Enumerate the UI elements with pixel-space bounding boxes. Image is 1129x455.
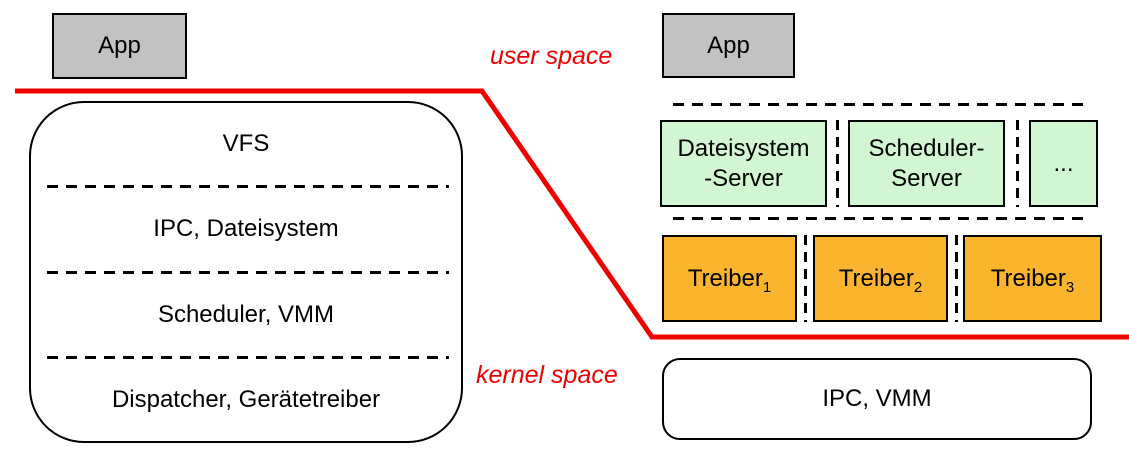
- dashed-divider: [673, 217, 1087, 220]
- dashed-divider-vertical: [804, 235, 807, 322]
- dashed-divider: [47, 355, 449, 359]
- monolith-layer-ipc-dateisystem: IPC, Dateisystem: [153, 215, 339, 243]
- server-box-ellipsis: ...: [1029, 120, 1098, 207]
- server-label-line2: Server: [891, 164, 962, 192]
- driver-label: Treiber2: [838, 264, 923, 296]
- driver-label: Treiber3: [990, 264, 1075, 296]
- driver-box-3: Treiber3: [963, 235, 1102, 322]
- kernel-space-label: kernel space: [476, 361, 618, 389]
- microkernel-kernel-label: IPC, VMM: [822, 385, 932, 412]
- dashed-divider-vertical: [955, 235, 958, 322]
- server-label-line1: ...: [1053, 149, 1074, 177]
- server-box-scheduler: Scheduler- Server: [848, 120, 1005, 207]
- monolith-kernel-box: VFS IPC, Dateisystem Scheduler, VMM Disp…: [29, 101, 463, 443]
- microkernel-app-label: App: [707, 31, 750, 59]
- monolith-app-box: App: [52, 13, 187, 79]
- user-space-label: user space: [490, 42, 613, 70]
- server-box-dateisystem: Dateisystem -Server: [660, 120, 827, 207]
- dashed-divider-vertical: [1016, 120, 1019, 207]
- monolith-app-label: App: [98, 32, 141, 59]
- monolith-layer-scheduler-vmm: Scheduler, VMM: [157, 300, 335, 328]
- monolith-layer-vfs: VFS: [222, 130, 270, 158]
- server-label-line1: Scheduler-: [868, 134, 985, 162]
- server-label-line2: -Server: [704, 164, 783, 192]
- dashed-divider-vertical: [836, 120, 839, 207]
- microkernel-kernel-box: IPC, VMM: [662, 358, 1092, 440]
- monolith-layer-dispatcher-geraetetreiber: Dispatcher, Gerätetreiber: [111, 385, 381, 413]
- server-label-line1: Dateisystem: [677, 134, 810, 162]
- microkernel-app-box: App: [662, 13, 795, 78]
- driver-label: Treiber1: [687, 264, 772, 296]
- driver-box-1: Treiber1: [662, 235, 797, 322]
- dashed-divider: [673, 103, 1087, 106]
- driver-box-2: Treiber2: [813, 235, 948, 322]
